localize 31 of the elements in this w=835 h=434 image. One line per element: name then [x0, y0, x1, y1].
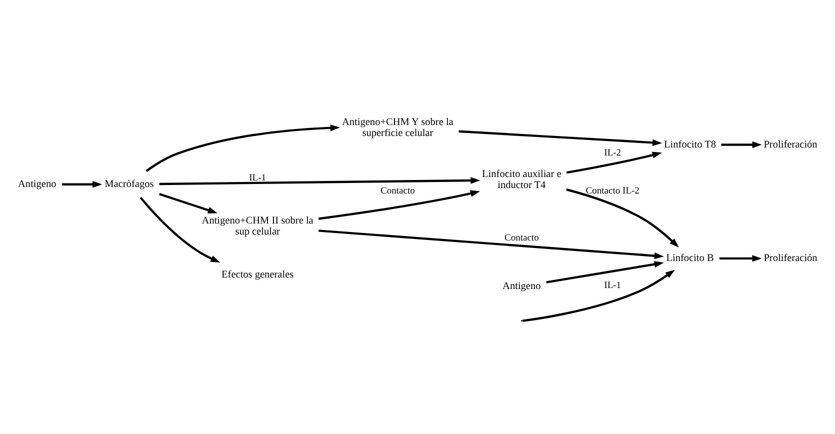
node-text: Antigeno [18, 178, 56, 190]
edge-label: IL-1 [604, 280, 622, 291]
arrow [566, 151, 662, 174]
arrow [546, 260, 664, 283]
arrow [721, 140, 762, 148]
edge-label: IL-1 [249, 172, 266, 183]
arrow [566, 188, 679, 247]
node-text: Macròfagos [104, 178, 154, 190]
node-text: Antigeno [502, 280, 541, 292]
arrow [62, 180, 102, 188]
node-text: Proliferación [764, 252, 818, 264]
arrow [318, 229, 664, 259]
edge-label: Contacto [380, 186, 415, 196]
arrow [318, 190, 480, 220]
node-text: Efectos generales [222, 268, 294, 280]
edge-label: IL-2 [604, 148, 622, 158]
edge-label: Contacto IL-2 [586, 186, 640, 196]
node-text: Antigeno+CHM II sobre la sup celular [202, 214, 314, 237]
edge-label: Contacto [504, 232, 539, 243]
arrow [719, 254, 762, 262]
arrow [522, 269, 675, 322]
node-text: Linfocito T8 [664, 138, 716, 150]
arrow [159, 176, 480, 185]
node-text: Linfocito B [666, 252, 714, 264]
arrow [159, 192, 218, 213]
node-text: Linfocito auxiliar e inductor T4 [482, 168, 562, 191]
node-text: Antigeno+CHM Y sobre la superficie celular [342, 116, 454, 139]
arrow [140, 196, 220, 262]
node-text: Proliferación [764, 138, 818, 150]
arrow [146, 124, 340, 172]
arrow [458, 130, 662, 146]
